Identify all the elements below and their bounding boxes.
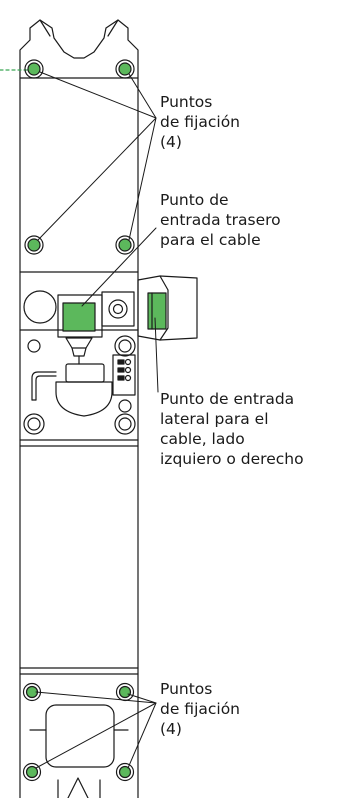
label-line: de fijación [160,700,241,718]
label-line: Puntos [160,680,213,698]
label-side-cable-entry: Punto de entrada lateral para el cable, … [160,389,304,469]
label-line: (4) [160,720,182,738]
label-line: Puntos [160,93,213,111]
side-cable-entry-highlight [147,292,167,330]
fixing-point [118,685,132,699]
label-rear-cable-entry: Punto de entrada trasero para el cable [160,190,281,250]
label-line: (4) [160,133,182,151]
label-line: lateral para el [160,410,269,428]
top-housing-outline [19,19,139,799]
bottom-housing [22,682,135,799]
label-line: Punto de [160,191,229,209]
label-line: izquiero o derecho [160,450,304,468]
label-fixing-points-bottom: Puntos de fijación (4) [160,679,240,739]
leader-lines [35,71,159,769]
fixing-point [25,765,39,779]
fixing-point [118,238,132,252]
electronics-section [19,275,198,447]
label-line: entrada trasero [160,211,281,229]
fixing-point [27,238,41,252]
label-line: para el cable [160,231,261,249]
label-line: Punto de entrada [160,390,295,408]
fixing-point [118,62,132,76]
top-fixing-points [24,59,135,255]
fixing-point [118,765,132,779]
label-line: cable, lado [160,430,245,448]
label-fixing-points-top: Puntos de fijación (4) [160,92,240,152]
label-line: de fijación [160,113,241,131]
fixing-point [27,62,41,76]
rear-cable-entry-highlight [62,302,96,332]
tube-section [19,667,139,675]
